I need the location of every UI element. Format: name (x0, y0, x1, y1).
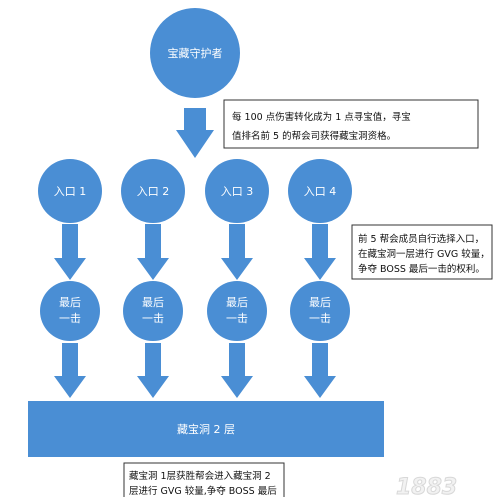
node-last-hit-3-line-1: 最后 (226, 296, 248, 309)
note-top: 每 100 点伤害转化成为 1 点寻宝值，寻宝 值排名前 5 的帮会司获得藏宝洞… (223, 99, 479, 149)
watermark-logo: 1883 (396, 475, 458, 497)
node-entrance-2-label: 入口 2 (137, 185, 170, 198)
node-last-hit-2-line-1: 最后 (142, 296, 164, 309)
arrow-down (304, 343, 336, 398)
node-last-hit-1-line-1: 最后 (59, 296, 81, 309)
node-last-hit-4-line-1: 最后 (309, 296, 331, 309)
floor-2-bar: 藏宝洞 2 层 (28, 401, 384, 457)
node-entrance-4: 入口 4 (288, 159, 352, 223)
note-top-line-2: 值排名前 5 的帮会司获得藏宝洞资格。 (232, 130, 396, 142)
node-entrance-3: 入口 3 (205, 159, 269, 223)
node-last-hit-2-line-2: 一击 (142, 312, 164, 325)
arrow-down (221, 224, 253, 280)
note-bottom-line-2: 层进行 GVG 较量,争夺 BOSS 最后 (129, 485, 277, 497)
node-last-hit-4: 最后 一击 (290, 281, 350, 341)
node-last-hit-2: 最后 一击 (123, 281, 183, 341)
watermark-text: 1883 (396, 475, 457, 497)
node-last-hit-1-line-2: 一击 (59, 312, 81, 325)
note-top-line-1: 每 100 点伤害转化成为 1 点寻宝值，寻宝 (232, 111, 411, 123)
node-last-hit-1: 最后 一击 (40, 281, 100, 341)
note-right: 前 5 帮会成员自行选择入口， 在藏宝洞一层进行 GVG 较量， 争夺 BOSS… (351, 224, 493, 280)
arrow-down (221, 343, 253, 398)
node-entrance-3-label: 入口 3 (221, 185, 254, 198)
arrow-down (54, 224, 86, 280)
note-right-line-1: 前 5 帮会成员自行选择入口， (358, 233, 484, 245)
note-bottom: 藏宝洞 1层获胜帮会进入藏宝洞 2 层进行 GVG 较量,争夺 BOSS 最后 (123, 462, 285, 497)
arrow-down (54, 343, 86, 398)
note-right-line-3: 争夺 BOSS 最后一击的权利。 (358, 263, 485, 275)
node-entrance-1: 入口 1 (38, 159, 102, 223)
node-entrance-1-label: 入口 1 (54, 185, 87, 198)
node-entrance-2: 入口 2 (121, 159, 185, 223)
node-last-hit-4-line-2: 一击 (309, 312, 331, 325)
arrow-down (176, 108, 214, 158)
note-right-line-2: 在藏宝洞一层进行 GVG 较量， (358, 248, 490, 260)
node-treasure-guardian-label: 宝藏守护者 (168, 46, 223, 60)
node-last-hit-3: 最后 一击 (207, 281, 267, 341)
arrow-down (137, 343, 169, 398)
note-bottom-line-1: 藏宝洞 1层获胜帮会进入藏宝洞 2 (129, 470, 271, 482)
node-last-hit-3-line-2: 一击 (226, 312, 248, 325)
floor-2-label: 藏宝洞 2 层 (177, 422, 235, 436)
node-treasure-guardian: 宝藏守护者 (150, 8, 240, 98)
arrow-down (304, 224, 336, 280)
node-entrance-4-label: 入口 4 (304, 185, 337, 198)
arrow-down (137, 224, 169, 280)
